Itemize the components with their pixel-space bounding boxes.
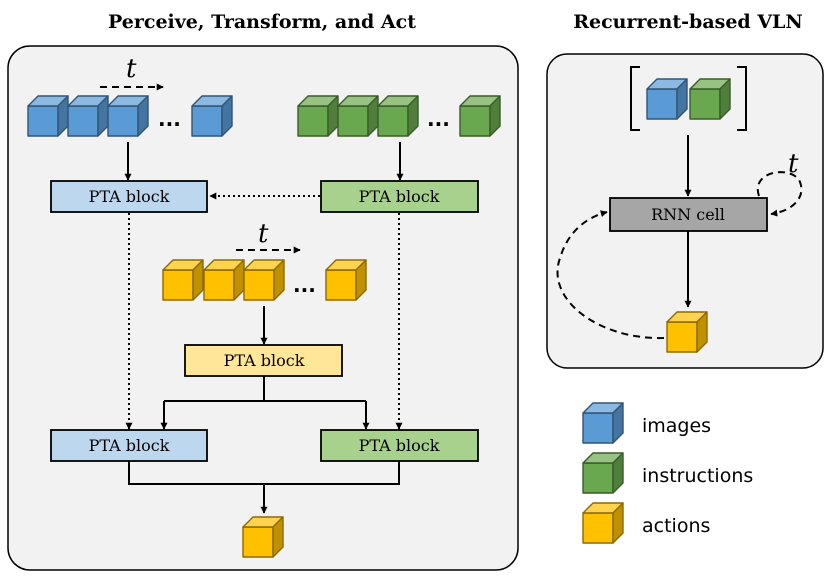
action-cube bbox=[242, 516, 284, 558]
action-cube bbox=[162, 259, 204, 301]
image-cube-sequence: ... bbox=[27, 95, 233, 137]
branch-connector bbox=[164, 376, 366, 402]
legend: images instructions actions bbox=[582, 402, 753, 544]
pta-block-label: PTA block bbox=[89, 187, 170, 206]
image-cube bbox=[67, 95, 109, 137]
legend-label-actions: actions bbox=[642, 515, 710, 537]
legend-image-cube bbox=[582, 402, 624, 444]
image-cube bbox=[107, 95, 149, 137]
time-label-middle: t bbox=[258, 219, 269, 249]
instruction-cube bbox=[377, 95, 419, 137]
image-ellipsis: ... bbox=[158, 107, 181, 131]
action-cube-sequence: ... bbox=[162, 259, 367, 301]
rnn-output-action-cube bbox=[666, 311, 708, 353]
concatenated-input-cubes bbox=[646, 78, 731, 120]
instruction-cube bbox=[297, 95, 339, 137]
action-cube bbox=[243, 259, 285, 301]
legend-label-instructions: instructions bbox=[642, 465, 753, 487]
time-label-recurrent: t bbox=[788, 149, 799, 179]
feedback-arrow bbox=[556, 210, 665, 340]
legend-label-images: images bbox=[642, 415, 711, 437]
recurrent-loop-arrow bbox=[756, 171, 803, 217]
left-panel-title: Perceive, Transform, and Act bbox=[108, 11, 416, 33]
right-panel-title: Recurrent-based VLN bbox=[573, 11, 803, 33]
pta-block-label: PTA block bbox=[359, 436, 440, 455]
instruction-cube bbox=[689, 78, 731, 120]
rnn-cell: RNN cell bbox=[609, 197, 768, 232]
pta-block-label: PTA block bbox=[224, 351, 305, 370]
action-cube bbox=[203, 259, 245, 301]
pta-block-label: PTA block bbox=[359, 187, 440, 206]
pta-block-bottom-right: PTA block bbox=[320, 429, 479, 462]
pta-block-bottom-left: PTA block bbox=[50, 429, 208, 462]
legend-instruction-cube bbox=[582, 452, 624, 494]
instruction-cube-sequence: ... bbox=[297, 95, 501, 137]
time-label-top: t bbox=[126, 54, 137, 84]
output-action-cube bbox=[242, 516, 284, 558]
image-cube bbox=[646, 78, 688, 120]
action-cube bbox=[666, 311, 708, 353]
instruction-cube bbox=[459, 95, 501, 137]
left-bracket bbox=[630, 66, 640, 131]
pta-block-top-left: PTA block bbox=[50, 180, 208, 213]
legend-action-cube bbox=[582, 502, 624, 544]
pta-block-middle: PTA block bbox=[184, 344, 343, 377]
action-cube bbox=[325, 259, 367, 301]
pta-block-label: PTA block bbox=[89, 436, 170, 455]
right-bracket bbox=[737, 66, 747, 131]
instruction-ellipsis: ... bbox=[427, 107, 450, 131]
image-cube bbox=[191, 95, 233, 137]
pta-block-top-right: PTA block bbox=[320, 180, 479, 213]
rnn-cell-label: RNN cell bbox=[651, 205, 725, 224]
image-cube bbox=[27, 95, 69, 137]
action-ellipsis: ... bbox=[293, 273, 316, 297]
instruction-cube bbox=[337, 95, 379, 137]
